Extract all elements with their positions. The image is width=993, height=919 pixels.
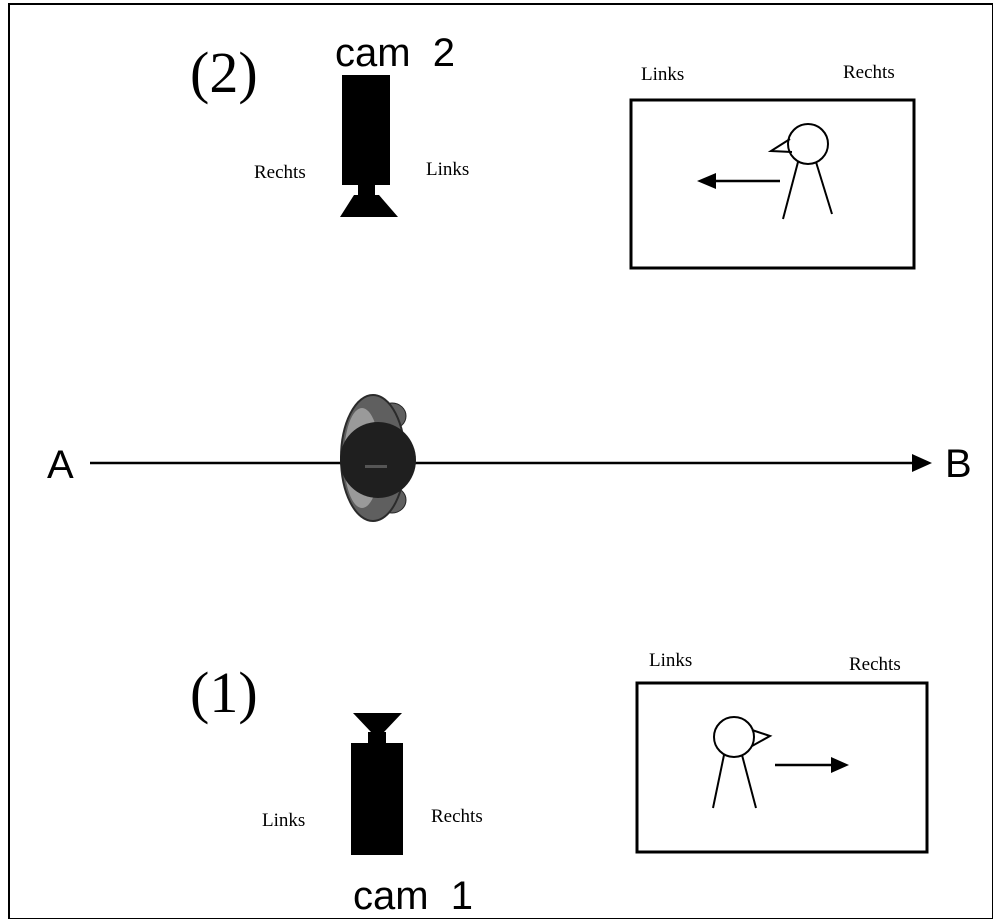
stick-figure-left-icon xyxy=(767,123,833,220)
path-end-label: B xyxy=(945,442,972,486)
camera-2-icon xyxy=(340,75,398,217)
frame-1-left-label: Links xyxy=(649,650,692,671)
frame-1-view xyxy=(635,681,929,854)
frame-2-right-label: Rechts xyxy=(843,62,895,83)
scene-2-number: (2) xyxy=(190,40,258,105)
frame-2-view xyxy=(629,98,916,270)
motion-arrow-right-icon xyxy=(775,757,849,773)
frame-1-right-label: Rechts xyxy=(849,654,901,675)
diagram-border xyxy=(8,3,993,919)
camera-1-left-side-label: Links xyxy=(262,810,305,831)
path-arrow xyxy=(90,454,932,472)
camera-1-label: cam 1 xyxy=(353,874,473,918)
stick-figure-right-icon xyxy=(712,716,773,809)
walking-person-topdown-icon xyxy=(340,394,416,522)
scene-1-number: (1) xyxy=(190,660,258,725)
motion-arrow-left-icon xyxy=(697,173,780,189)
path-start-label: A xyxy=(47,443,74,487)
frame-2-left-label: Links xyxy=(641,64,684,85)
camera-1-icon xyxy=(351,713,403,855)
camera-2-left-side-label: Rechts xyxy=(254,162,306,183)
camera-2-label: cam 2 xyxy=(335,31,455,75)
camera-2-right-side-label: Links xyxy=(426,159,469,180)
camera-1-right-side-label: Rechts xyxy=(431,806,483,827)
